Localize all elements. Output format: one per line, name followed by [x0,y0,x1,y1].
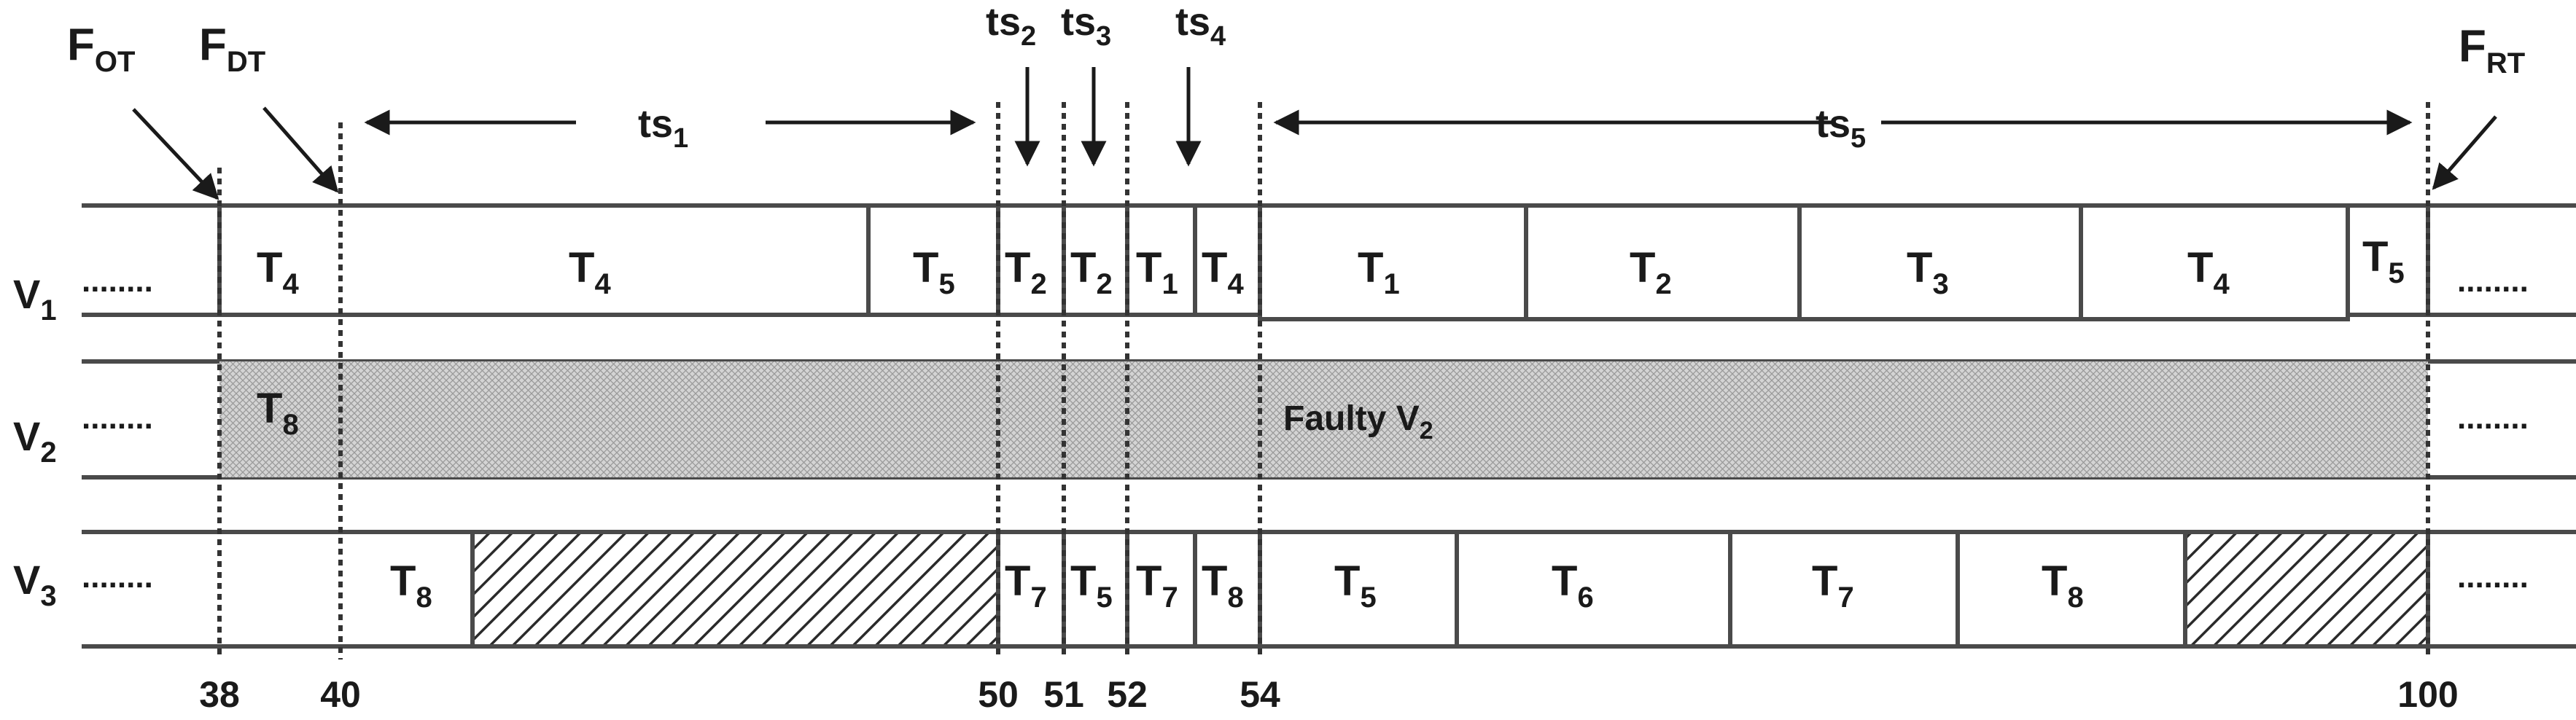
frt-arrow [2432,115,2497,190]
v1-task-label: T4 [257,244,299,300]
v3-task-label: T6 [1552,557,1594,614]
v1-block-t4-long [217,203,871,317]
v1-block-t2-b [1062,203,1129,317]
v1-block-t4-c [2079,203,2350,321]
row-ellipsis-v2-left: ........ [82,400,153,436]
arrows [132,67,2497,200]
ts5-label: ts5 [1816,102,1866,154]
v3-block-t7-c [1728,530,1960,649]
v1-task-label: T4 [569,244,611,300]
v3-block-t5-a [1062,530,1129,649]
time-tick: 38 [199,674,240,715]
v3-idle-hatch-2 [2183,530,2430,649]
v3-task-label: T7 [1005,557,1047,614]
v1-task-label: T4 [1202,244,1244,300]
time-axis: 38 40 50 51 52 54 100 [199,674,2459,715]
v1-block-t3 [1797,203,2083,321]
faulty-v2-label: Faulty V2 [1283,399,1433,445]
slot-labels: ts1 ts2 ts3 ts4 ts5 [638,0,1866,154]
fdt-label: FDT [199,20,265,78]
v1-task-label: T2 [1070,244,1113,300]
ts4-label: ts4 [1175,0,1226,52]
time-tick: 40 [320,674,361,715]
row-label-v3: V3 [13,557,57,612]
ts1-label: ts1 [638,102,688,154]
row-ellipsis-v1-right: ........ [2457,263,2529,299]
v3-task-label: T8 [1202,557,1244,614]
v3-task-blocks [470,530,2430,649]
v1-task-label: T3 [1907,244,1949,300]
row-label-v2: V2 [13,413,57,469]
fot-label: FOT [67,20,135,78]
v1-block-t4-b [1193,203,1262,317]
v1-task-label: T5 [2362,233,2405,289]
ts3-label: ts3 [1061,0,1111,52]
v3-block-t5-b [1258,530,1459,649]
v3-task-label: T5 [1070,557,1113,614]
v2-task-label: T8 [257,385,299,441]
v3-task-label: T7 [1136,557,1178,614]
v1-block-t1-a [1125,203,1197,317]
v1-task-label: T4 [2187,244,2230,300]
row-ellipsis-v3-right: ........ [2457,559,2529,595]
v1-task-labels: T4 T4 T5 T2 T2 T1 T4 T1 T2 T3 T4 T5 [257,233,2405,300]
v1-task-label: T2 [1630,244,1672,300]
v3-block-t8-c [1956,530,2187,649]
v3-task-label: T5 [1334,557,1377,614]
time-tick: 52 [1107,674,1148,715]
row-ellipsis-v3-left: ........ [82,559,153,595]
v1-block-t1-b [1258,203,1528,321]
v3-task-label: T8 [390,557,432,614]
fot-arrow [132,108,219,200]
v2-labels: T8 Faulty V2 [257,385,1433,445]
v3-idle-hatch-1 [470,530,1000,649]
time-tick: 51 [1043,674,1084,715]
v1-block-t2-c [1524,203,1802,321]
v3-block-t7-a [996,530,1066,649]
v3-block-t6 [1455,530,1732,649]
fault-markers: FOT FDT FRT [67,20,2525,79]
row-label-v1: V1 [13,271,57,326]
v3-task-label: T7 [1812,557,1854,614]
v1-block-t5 [866,203,1000,317]
row-labels: V1 V2 V3 ........ ........ ........ ....… [13,263,2529,612]
v1-task-label: T1 [1358,244,1400,300]
frt-label: FRT [2459,21,2525,79]
time-guides [217,102,2430,660]
v3-task-labels: T8 T7 T5 T7 T8 T5 T6 T7 T8 [390,557,2084,614]
fdt-arrow [262,106,339,193]
row-ellipsis-v2-right: ........ [2457,400,2529,436]
v3-task-label: T8 [2042,557,2084,614]
v1-task-blocks [217,203,2430,321]
v2-faulty-region [219,361,2428,477]
time-tick: 54 [1240,674,1280,715]
time-tick: 50 [978,674,1019,715]
v1-task-label: T1 [1136,244,1178,300]
row-ellipsis-v1-left: ........ [82,263,153,299]
time-tick: 100 [2397,674,2458,715]
v1-task-label: T2 [1005,244,1047,300]
v1-task-label: T5 [913,244,955,300]
ts2-label: ts2 [986,0,1036,52]
